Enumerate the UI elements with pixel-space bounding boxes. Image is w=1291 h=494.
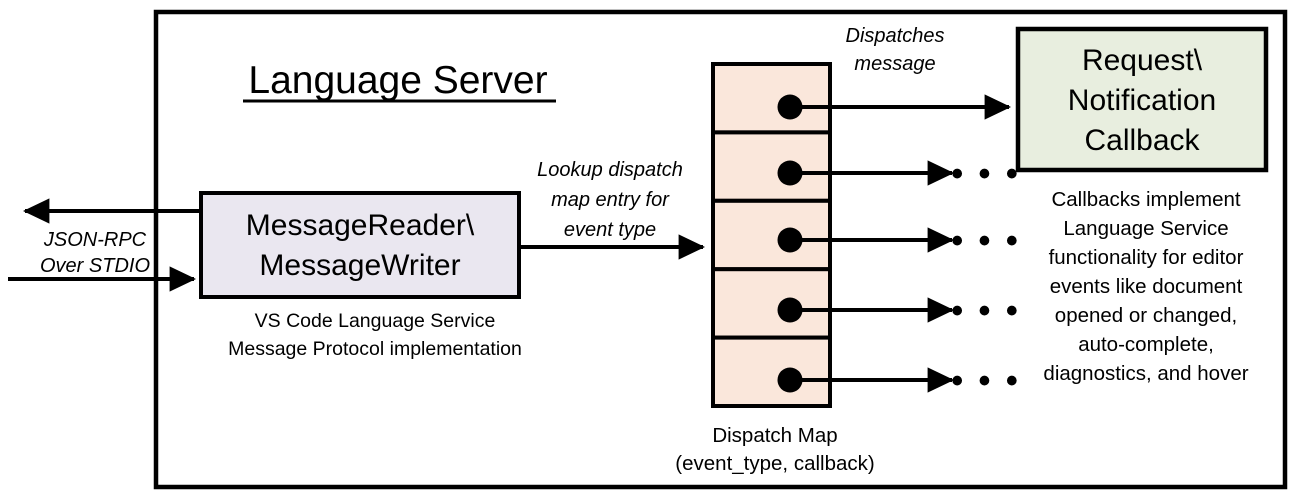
- dispatch-map-row: [711, 267, 832, 340]
- page-title: Language Server: [248, 59, 547, 102]
- callback-caption-line-1: Callbacks implement: [1051, 188, 1240, 211]
- dispatch-annotation-line2: message: [854, 53, 935, 75]
- request-notification-callback-box: [1015, 26, 1269, 173]
- dispatch-row-4-ellipsis: • • •: [951, 292, 1021, 330]
- callback-box-line1: Request\: [1082, 44, 1203, 77]
- callback-caption-line-2: Language Service: [1063, 217, 1228, 240]
- callback-box-line2: Notification: [1068, 84, 1216, 117]
- callback-caption-line-7: diagnostics, and hover: [1043, 362, 1248, 385]
- dispatch-row-5-ellipsis: • • •: [951, 362, 1021, 400]
- dispatch-map-caption-line1: Dispatch Map: [712, 424, 837, 447]
- lookup-annotation-line2: map entry for: [551, 189, 670, 211]
- lookup-annotation-line3: event type: [564, 219, 656, 241]
- dispatch-map-caption-line2: (event_type, callback): [675, 452, 874, 475]
- callback-box-line3: Callback: [1084, 124, 1200, 157]
- dispatch-map-table: [711, 62, 832, 409]
- json-rpc-label-line2: Over STDIO: [40, 255, 150, 277]
- dispatch-map-row: [711, 198, 832, 272]
- callback-caption-line-3: functionality for editor: [1049, 246, 1244, 269]
- dispatch-map-row: [711, 62, 832, 135]
- dispatch-row-3-ellipsis: • • •: [951, 222, 1021, 260]
- message-reader-writer-box: [199, 191, 521, 299]
- dispatch-map-row: [711, 130, 832, 203]
- callback-caption-line-4: events like document: [1050, 275, 1243, 298]
- dispatch-map-row: [711, 335, 832, 409]
- message-box-caption-line1: VS Code Language Service: [255, 310, 496, 332]
- dispatch-annotation-line1: Dispatches: [846, 25, 945, 47]
- lookup-annotation-line1: Lookup dispatch: [537, 159, 683, 181]
- message-reader-writer-line1: MessageReader\: [246, 209, 475, 242]
- message-box-caption-line2: Message Protocol implementation: [228, 338, 522, 360]
- callback-caption-line-5: opened or changed,: [1055, 304, 1237, 327]
- json-rpc-label-line1: JSON-RPC: [43, 229, 147, 251]
- callback-caption-line-6: auto-complete,: [1078, 333, 1214, 356]
- message-reader-writer-line2: MessageWriter: [259, 249, 460, 282]
- dispatch-row-2-ellipsis: • • •: [951, 155, 1021, 193]
